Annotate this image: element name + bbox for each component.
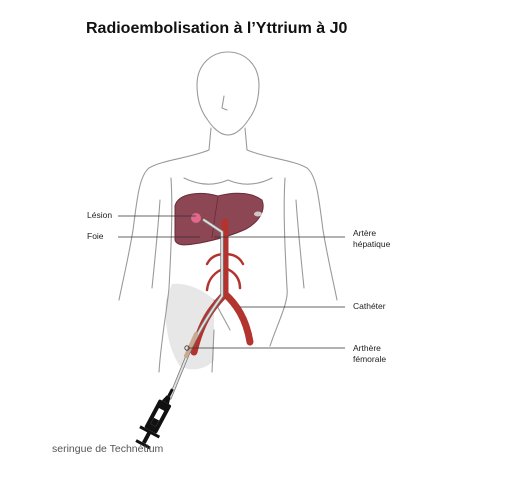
body-outline <box>118 51 338 373</box>
right-torso-side <box>269 177 288 347</box>
label-femorale-2: fémorale <box>353 354 386 364</box>
face-nose <box>221 95 228 111</box>
syringe-plunger-rod <box>142 431 152 444</box>
head-outline <box>196 51 260 136</box>
left-leg-inner <box>211 329 215 373</box>
syringe-flange <box>139 425 161 439</box>
mesenteric-artery-right <box>223 266 242 290</box>
syringe-plunger-cap <box>135 439 151 450</box>
left-shoulder-arm <box>118 127 212 301</box>
diagram-title: Radioembolisation à l’Yttrium à J0 <box>86 20 347 37</box>
syringe <box>135 388 174 450</box>
label-foie: Foie <box>87 231 104 241</box>
renal-artery-right <box>223 252 245 266</box>
liver <box>174 192 264 246</box>
left-torso-side <box>158 177 173 373</box>
catheter <box>168 218 224 400</box>
lesion <box>191 213 201 223</box>
right-iliac-artery <box>221 290 254 346</box>
label-femorale-1: Arthère <box>353 343 381 353</box>
syringe-needle-hub <box>167 388 174 397</box>
femorale-marker <box>184 345 190 351</box>
gallbladder <box>254 211 262 217</box>
label-artere-hepatique-2: hépatique <box>353 239 391 249</box>
label-lesion: Lésion <box>87 210 112 220</box>
right-inner-arm <box>295 199 305 289</box>
thigh-shading <box>165 283 214 370</box>
label-catheter: Cathéter <box>353 301 386 311</box>
left-inner-arm <box>151 199 161 289</box>
syringe-tip <box>161 395 171 405</box>
introducer-sheath <box>184 332 198 358</box>
label-seringue: seringue de Technétium <box>52 443 164 455</box>
right-shoulder-arm <box>244 127 338 301</box>
liver-lobe-line <box>211 196 219 239</box>
label-artere-hepatique-1: Artère <box>353 228 376 238</box>
syringe-fluid <box>150 417 160 427</box>
chest-line <box>183 177 273 185</box>
